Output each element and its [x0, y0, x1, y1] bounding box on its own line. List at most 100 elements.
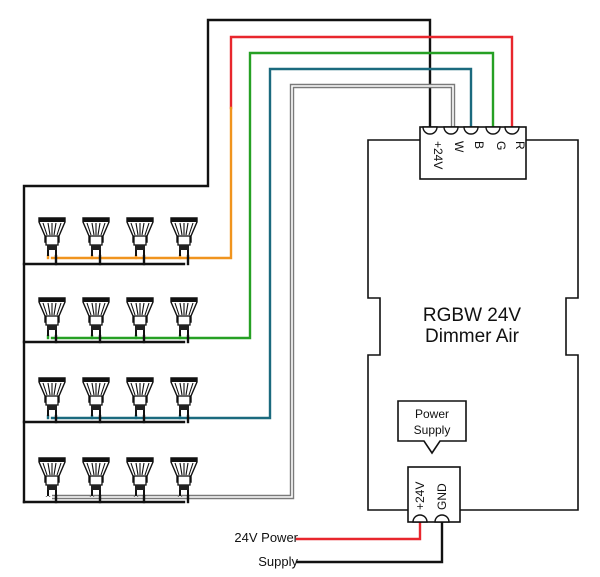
bulb-rib — [141, 222, 145, 236]
bulb-neck — [89, 315, 103, 326]
bulb-rib — [97, 302, 101, 316]
led-spotlight-icon — [38, 457, 66, 496]
bulb-rib — [130, 462, 136, 476]
output-terminal-label: +24V — [431, 141, 445, 169]
led-array — [38, 217, 198, 496]
bulb-rib — [141, 382, 145, 396]
callout-line2: Supply — [414, 423, 451, 437]
bulb-rim — [171, 458, 197, 462]
led-spotlight-icon — [170, 217, 198, 256]
controller-name-line2: Dimmer Air — [425, 326, 520, 347]
bulb-rib — [179, 302, 183, 316]
bulb-rim — [83, 458, 109, 462]
bulb-rim — [127, 378, 153, 382]
callout-box — [397, 400, 467, 455]
screw-terminal-icon — [485, 126, 501, 135]
bulb-base — [91, 245, 101, 250]
bulb-rib — [56, 302, 62, 316]
bulb-rib — [53, 462, 57, 476]
bulb-rib — [56, 462, 62, 476]
bulb-neck — [177, 475, 191, 486]
wire-power-black — [295, 506, 444, 564]
bulb-neck — [177, 235, 191, 246]
led-spotlight-icon — [126, 217, 154, 256]
bulb-rim — [83, 218, 109, 222]
bulb-rib — [97, 462, 101, 476]
bulb-base — [135, 245, 145, 250]
bulb-rib — [179, 222, 183, 236]
bulb-rib — [185, 382, 189, 396]
bulb-neck — [133, 235, 147, 246]
bulb-neck — [89, 395, 103, 406]
power-terminal-label: GND — [435, 483, 449, 510]
bulb-base — [91, 325, 101, 330]
led-spotlight-icon — [82, 377, 110, 416]
bulb-rim — [83, 298, 109, 302]
bulb-rib — [56, 222, 62, 236]
bulb-rib — [185, 462, 189, 476]
screw-terminal-icon — [412, 514, 428, 523]
screw-terminal-icon — [443, 126, 459, 135]
bulb-rim — [127, 298, 153, 302]
bulb-neck — [45, 315, 59, 326]
bulb-base — [179, 405, 189, 410]
bulb-rib — [100, 462, 106, 476]
led-spotlight-icon — [82, 297, 110, 336]
screw-terminal-icon — [463, 126, 479, 135]
wire-blue-feed — [50, 67, 473, 420]
bulb-rib — [135, 462, 139, 476]
bulb-rim — [39, 218, 65, 222]
bulb-rib — [179, 462, 183, 476]
bulb-rib — [100, 222, 106, 236]
power-supply-callout: Power Supply — [397, 400, 467, 455]
bulb-neck — [177, 395, 191, 406]
led-spotlight-icon — [126, 377, 154, 416]
output-terminal-label: B — [472, 141, 486, 149]
bulb-rib — [42, 302, 48, 316]
bulb-rib — [185, 222, 189, 236]
bulb-rib — [47, 462, 51, 476]
wire-common-24v — [22, 18, 432, 504]
bulb-rib — [53, 222, 57, 236]
led-spotlight-icon — [38, 297, 66, 336]
bulb-rib — [188, 302, 194, 316]
power-terminal-label: +24V — [413, 482, 427, 510]
led-spotlight-icon — [126, 457, 154, 496]
bulb-rib — [130, 222, 136, 236]
bulb-neck — [45, 235, 59, 246]
bulb-rib — [185, 302, 189, 316]
bulb-base — [91, 405, 101, 410]
bulb-rib — [100, 382, 106, 396]
bulb-rib — [179, 382, 183, 396]
bulb-rib — [135, 222, 139, 236]
bulb-base — [179, 245, 189, 250]
led-spotlight-icon — [170, 297, 198, 336]
wire-orange-feed — [50, 106, 233, 260]
output-terminal-housing — [419, 126, 527, 180]
bulb-base — [47, 245, 57, 250]
bulb-base — [179, 325, 189, 330]
bulb-neck — [177, 315, 191, 326]
led-spotlight-icon — [82, 217, 110, 256]
bulb-rib — [97, 222, 101, 236]
bulb-rib — [141, 462, 145, 476]
led-spotlight-icon — [170, 457, 198, 496]
output-terminal-label: W — [452, 141, 466, 153]
bulb-rib — [53, 382, 57, 396]
bulb-rib — [174, 462, 180, 476]
bulb-rib — [100, 302, 106, 316]
bulb-base — [135, 325, 145, 330]
wire-green-feed — [50, 51, 495, 340]
bulb-rib — [42, 462, 48, 476]
bulb-rib — [86, 222, 92, 236]
bulb-rim — [39, 458, 65, 462]
bulb-rib — [91, 462, 95, 476]
bulb-rib — [47, 302, 51, 316]
power-input-label-line1: 24V Power — [234, 530, 298, 545]
bulb-neck — [45, 475, 59, 486]
wires — [22, 18, 514, 564]
power-terminal-block: +24V GND — [407, 466, 461, 523]
bulb-neck — [133, 315, 147, 326]
